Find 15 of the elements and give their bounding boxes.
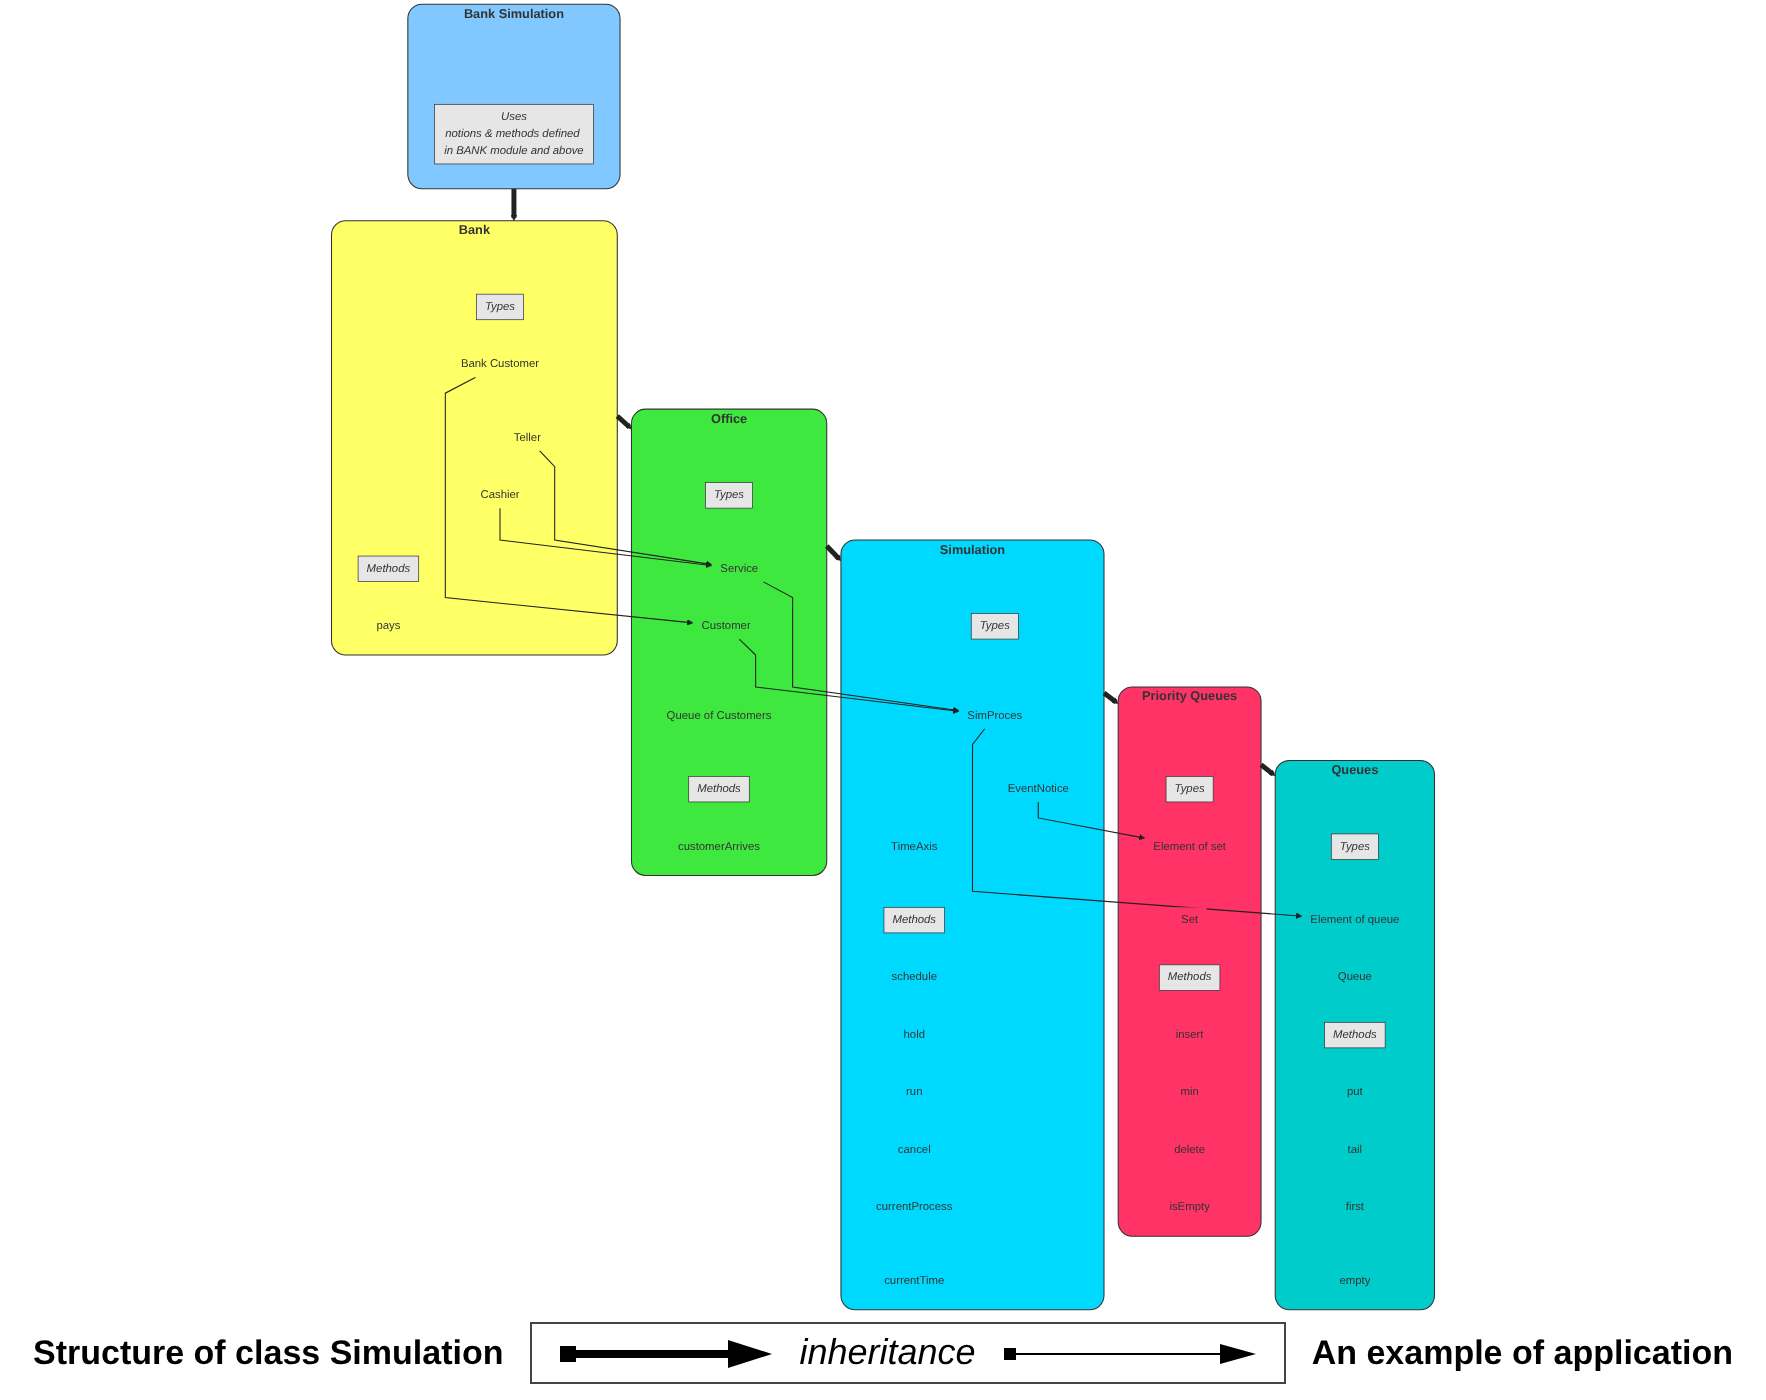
arrow <box>972 727 1303 919</box>
arrow <box>1259 762 1276 777</box>
caption: An example of application <box>1311 1333 1733 1373</box>
arrow <box>539 450 713 567</box>
arrow <box>738 638 960 714</box>
arrow <box>510 188 518 221</box>
arrow <box>762 581 960 713</box>
arrow <box>499 507 713 568</box>
arrow <box>824 544 842 562</box>
arrow <box>1037 801 1146 841</box>
arrow <box>444 376 694 626</box>
arrow <box>615 414 632 430</box>
arrow <box>1102 690 1119 704</box>
legend-text: inheritance <box>799 1332 976 1374</box>
caption: Structure of class Simulation <box>33 1333 504 1373</box>
